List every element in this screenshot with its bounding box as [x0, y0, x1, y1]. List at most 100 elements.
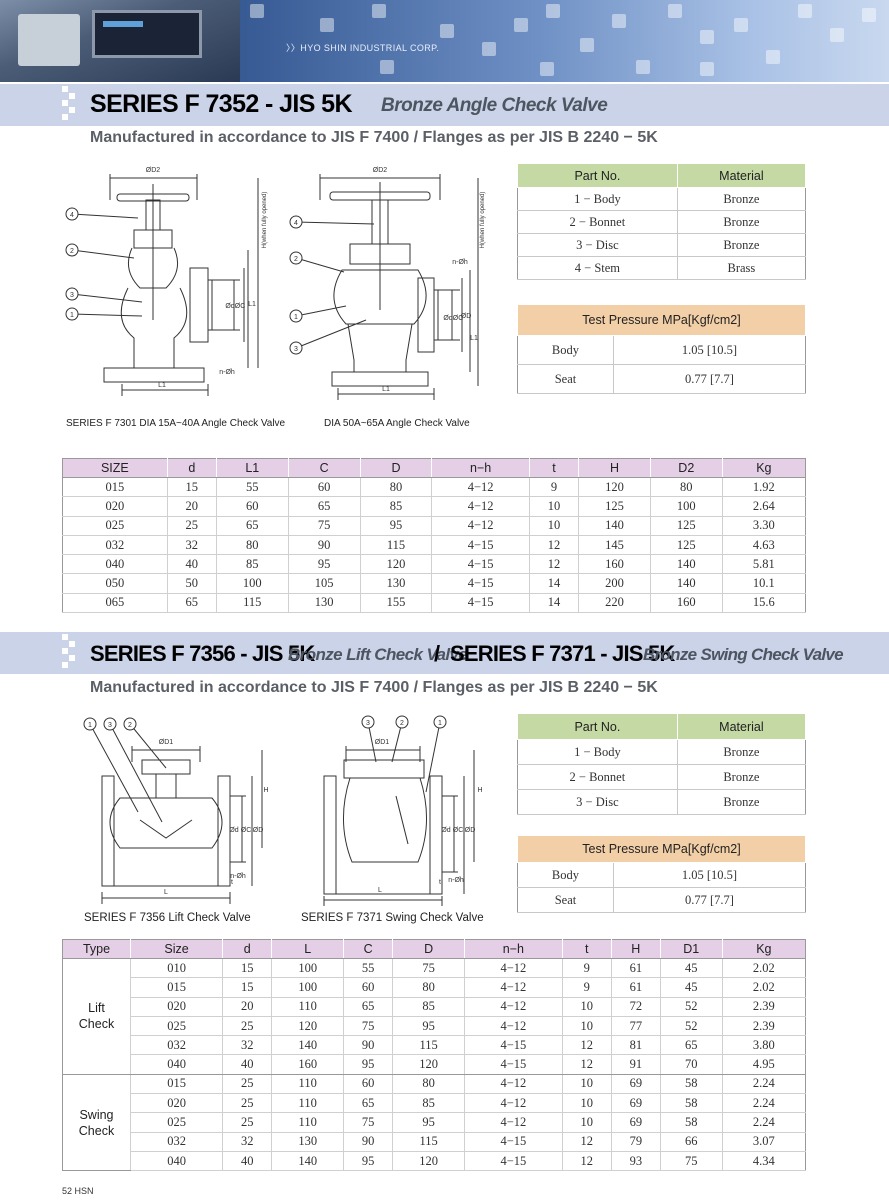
table-cell: 3.80 [722, 1035, 806, 1056]
section2-title-swing: SERIES F 7371 - JIS 5K [450, 641, 675, 666]
table-cell: 4−15 [464, 1151, 563, 1172]
table-cell: 55 [216, 477, 289, 498]
table-cell: 125 [578, 496, 651, 517]
section2-title-separator: / [434, 641, 441, 666]
table-cell: 160 [578, 554, 651, 575]
table-cell: 61 [611, 958, 661, 979]
svg-text:2: 2 [70, 248, 74, 255]
column-header: Material [676, 713, 807, 740]
column-header: C [343, 939, 394, 959]
pressure-value: 1.05 [10.5] [613, 335, 806, 365]
control-panel-graphic [18, 14, 80, 66]
table-cell: 95 [392, 1112, 466, 1133]
table-cell: 95 [343, 1151, 394, 1172]
table-cell: 61 [611, 977, 661, 998]
table-cell: 45 [660, 958, 723, 979]
column-header: C [288, 458, 361, 478]
svg-text:H: H [263, 787, 268, 794]
section1-heading-bar [0, 84, 889, 126]
table-cell: 55 [343, 958, 394, 979]
column-header: D [392, 939, 466, 959]
column-header: Test Pressure MPa[Kgf/cm2] [517, 835, 806, 863]
table-cell: 2.39 [722, 1016, 806, 1037]
table-cell: 25 [167, 516, 217, 536]
table-cell: 85 [360, 496, 433, 517]
table-cell: 4−12 [464, 977, 563, 998]
pressure-label: Seat [517, 887, 614, 913]
table-cell: 10 [562, 1016, 612, 1037]
lift-check-valve-drawing: 1 3 2 ØD1 H L n-Øh Ød ØC ØD t [83, 717, 269, 904]
column-header: Kg [722, 939, 806, 959]
table-cell: 4−12 [431, 496, 530, 517]
table-cell: 130 [360, 573, 433, 594]
table-cell: 32 [222, 1132, 273, 1152]
table-cell: 10.1 [722, 573, 806, 594]
table-cell: 58 [660, 1093, 723, 1114]
part-cell: 4 − Stem [517, 256, 678, 280]
column-header: H [578, 458, 651, 478]
table-cell: 020 [130, 997, 224, 1017]
pressure-value: 0.77 [7.7] [613, 887, 806, 913]
table-cell: 32 [222, 1035, 273, 1056]
svg-text:ØC: ØC [453, 827, 464, 834]
table-cell: 200 [578, 573, 651, 594]
table-cell: 015 [130, 1074, 224, 1095]
column-header: Size [130, 939, 224, 959]
svg-text:ØD2: ØD2 [146, 167, 161, 174]
table-cell: 10 [529, 516, 580, 536]
table-cell: 12 [562, 1035, 612, 1056]
svg-text:Ød: Ød [229, 827, 238, 834]
svg-text:Ød: Ød [441, 827, 450, 834]
svg-text:3: 3 [294, 346, 298, 353]
column-header: D1 [660, 939, 723, 959]
table-cell: 4−12 [464, 1112, 563, 1133]
table-cell: 220 [578, 593, 651, 614]
angle-check-valve-large-drawing: 4 2 1 3 ØD2 L1 n-Øh Ød ØC ØD L1 H(when f… [289, 167, 486, 400]
table-cell: 4−15 [464, 1035, 563, 1056]
table-cell: 100 [271, 958, 345, 979]
svg-text:ØD1: ØD1 [375, 739, 390, 746]
table-cell: 140 [578, 516, 651, 536]
angle-check-valve-small-drawing: 4 2 3 1 ØD2 L1 n-Øh Ød ØC L1 H(when full… [65, 167, 268, 396]
table-cell: 2.24 [722, 1112, 806, 1133]
column-header: Type [62, 939, 131, 959]
section1-manufactured-note: Manufactured in accordance to JIS F 7400… [90, 129, 658, 146]
table-cell: 15 [222, 977, 273, 998]
drawing-caption-small: SERIES F 7301 DIA 15A~40A Angle Check Va… [66, 418, 286, 429]
table-cell: 110 [271, 997, 345, 1017]
table-cell: 110 [271, 1093, 345, 1114]
part-cell: 3 − Disc [517, 789, 678, 815]
table-cell: 4−15 [431, 535, 530, 556]
table-cell: 115 [392, 1035, 466, 1056]
svg-text:ØD: ØD [253, 827, 264, 834]
table-cell: 52 [660, 997, 723, 1017]
table-cell: 75 [392, 958, 466, 979]
table-cell: 69 [611, 1074, 661, 1095]
table-cell: 85 [392, 1093, 466, 1114]
section2-subtitle-swing: Bronze Swing Check Valve [643, 645, 844, 664]
section1-title: SERIES F 7352 - JIS 5K [90, 90, 353, 118]
table-cell: 4.34 [722, 1151, 806, 1172]
table-cell: 91 [611, 1054, 661, 1075]
table-cell: 15 [167, 477, 217, 498]
table-cell: 025 [130, 1112, 224, 1133]
svg-text:3: 3 [108, 722, 112, 729]
column-header: D [360, 458, 433, 478]
table-cell: 130 [288, 593, 361, 614]
table-cell: 50 [167, 573, 217, 594]
svg-text:L1: L1 [158, 382, 166, 389]
table-cell: 12 [562, 1151, 612, 1172]
column-header: n−h [464, 939, 563, 959]
table-cell: 12 [529, 554, 580, 575]
table-cell: 4−15 [464, 1132, 563, 1152]
table-cell: 52 [660, 1016, 723, 1037]
svg-text:Ød: Ød [225, 303, 234, 310]
